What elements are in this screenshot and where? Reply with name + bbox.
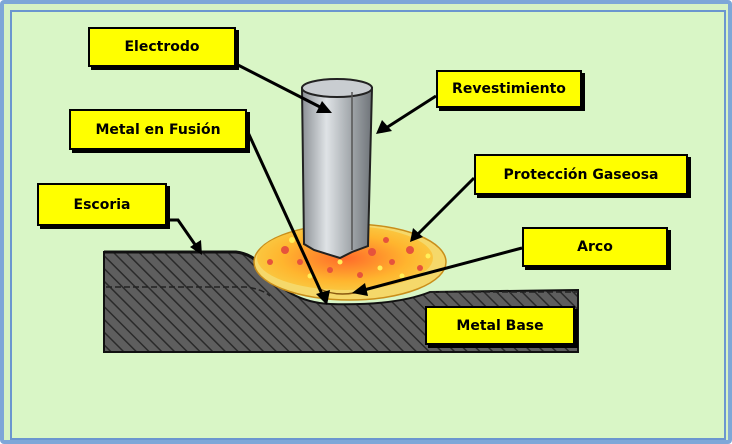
label-escoria: Escoria — [37, 183, 167, 226]
arrow-revestimiento — [376, 94, 437, 134]
label-metal-base: Metal Base — [425, 306, 575, 345]
electrode-rod — [300, 78, 374, 260]
label-electrodo: Electrodo — [88, 27, 236, 67]
label-revestimiento: Revestimiento — [436, 70, 582, 108]
arrow-metal-en-fusion — [244, 127, 330, 305]
arrow-arco — [352, 246, 523, 296]
label-proteccion-gaseosa: Protección Gaseosa — [474, 154, 688, 195]
label-arco: Arco — [522, 227, 668, 267]
arrow-electrodo — [235, 62, 332, 113]
arrow-escoria — [166, 218, 202, 255]
label-metal-en-fusion: Metal en Fusión — [69, 109, 247, 150]
arrow-proteccion — [410, 176, 476, 242]
pointer-arrows — [166, 62, 523, 305]
